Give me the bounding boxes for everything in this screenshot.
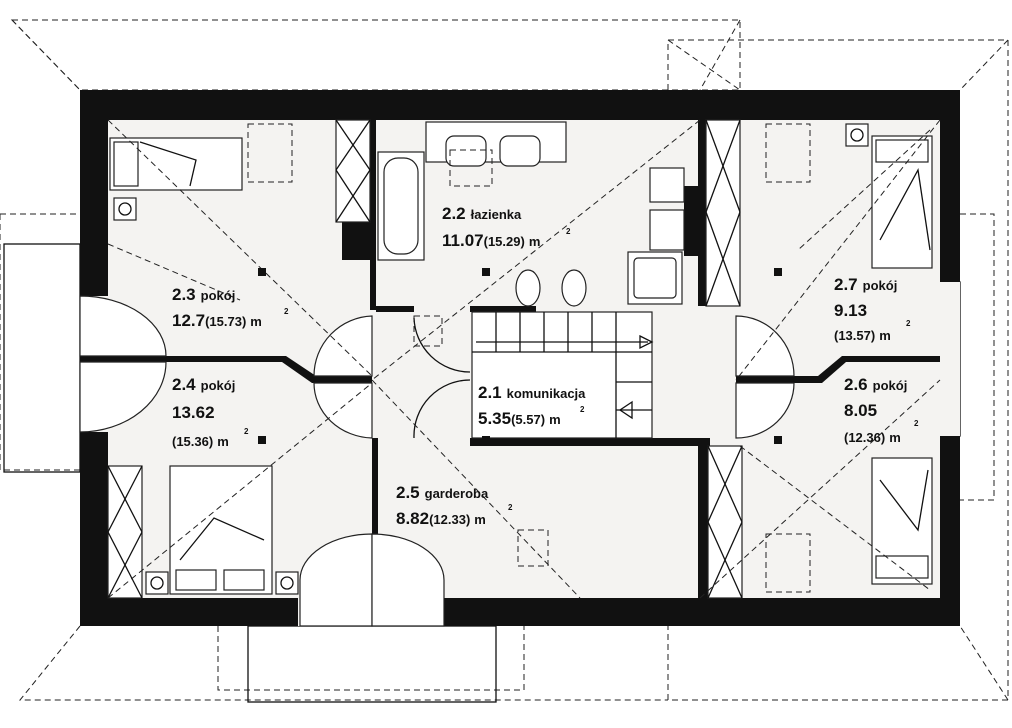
room-sup: 2 (580, 405, 585, 414)
room-name: pokój (863, 278, 898, 293)
room-sup: 2 (566, 227, 571, 236)
room-sup: 2 (244, 427, 249, 436)
room-sup: 2 (906, 319, 911, 328)
room-name: pokój (201, 288, 236, 303)
doors (79, 295, 795, 627)
room-gross: (15.36) (172, 434, 213, 449)
room-gross: (12.33) (429, 512, 470, 527)
svg-text:8.82(12.33)m: 8.82(12.33) m (396, 509, 486, 528)
svg-text:(15.36)m: (15.36) m (172, 434, 229, 449)
room-name: pokój (873, 378, 908, 393)
room-sup: 2 (508, 503, 513, 512)
svg-text:11.07(15.29)m: 11.07(15.29) m (442, 231, 540, 250)
bathroom-fixtures (377, 121, 685, 347)
room-num: 2.3 (172, 285, 196, 304)
room-gross: (13.57) (834, 328, 875, 343)
room-area: 11.07 (442, 231, 484, 250)
room-sup: 2 (914, 419, 919, 428)
room-unit: m (889, 430, 901, 445)
room-name: komunikacja (507, 386, 587, 401)
room-label-pokoj-2-7: 2.7 pokój 9.13 (13.57) m 2 (834, 275, 911, 343)
room-num: 2.7 (834, 275, 858, 294)
room-unit: m (217, 434, 229, 449)
room-gross: (15.73) (205, 314, 246, 329)
room-sup: 2 (284, 307, 289, 316)
room-unit: m (529, 234, 541, 249)
inner-walls (80, 120, 940, 598)
room-area: 9.13 (834, 301, 867, 320)
room-label-pokoj-2-6: 2.6 pokój 8.05 (12.36) m 2 (844, 375, 919, 445)
room-name: łazienka (471, 207, 522, 222)
svg-text:(12.36)m: (12.36) m (844, 430, 901, 445)
outer-walls (80, 90, 960, 626)
svg-text:5.35(5.57)m: 5.35(5.57) m (478, 409, 561, 428)
room-area: 5.35 (478, 409, 511, 428)
room-unit: m (250, 314, 262, 329)
svg-text:(13.57)m: (13.57) m (834, 328, 891, 343)
room-num: 2.5 (396, 483, 420, 502)
room-label-pokoj-2-3: 2.3 pokój 12.7(15.73) m 2 (172, 285, 289, 330)
room-area: 13.62 (172, 403, 215, 422)
room-unit: m (549, 412, 561, 427)
light-markers (258, 268, 782, 444)
room-label-pokoj-2-4: 2.4 pokój 13.62 (15.36) m 2 (172, 375, 249, 449)
staircase (471, 311, 654, 439)
room-num: 2.6 (844, 375, 868, 394)
roof-slope-lines (107, 119, 941, 599)
room-gross: (15.29) (484, 234, 525, 249)
room-area: 12.7 (172, 311, 205, 330)
room-label-lazienka: 2.2 łazienka 11.07(15.29) m 2 (442, 204, 571, 250)
svg-text:12.7(15.73)m: 12.7(15.73) m (172, 311, 262, 330)
room-gross: (12.36) (844, 430, 885, 445)
room-unit: m (879, 328, 891, 343)
room-name: pokój (201, 378, 236, 393)
room-num: 2.2 (442, 204, 466, 223)
wardrobes (107, 119, 743, 599)
room-area: 8.05 (844, 401, 877, 420)
skylights (247, 123, 811, 593)
room-unit: m (474, 512, 486, 527)
room-label-garderoba: 2.5 garderoba 8.82(12.33) m 2 (396, 483, 513, 528)
room-name: garderoba (425, 486, 489, 501)
room-area: 8.82 (396, 509, 429, 528)
room-num: 2.4 (172, 375, 196, 394)
room-num: 2.1 (478, 383, 502, 402)
beds (109, 123, 933, 595)
room-gross: (5.57) (511, 412, 545, 427)
room-label-komunikacja: 2.1 komunikacja 5.35(5.57) m 2 (478, 383, 586, 428)
